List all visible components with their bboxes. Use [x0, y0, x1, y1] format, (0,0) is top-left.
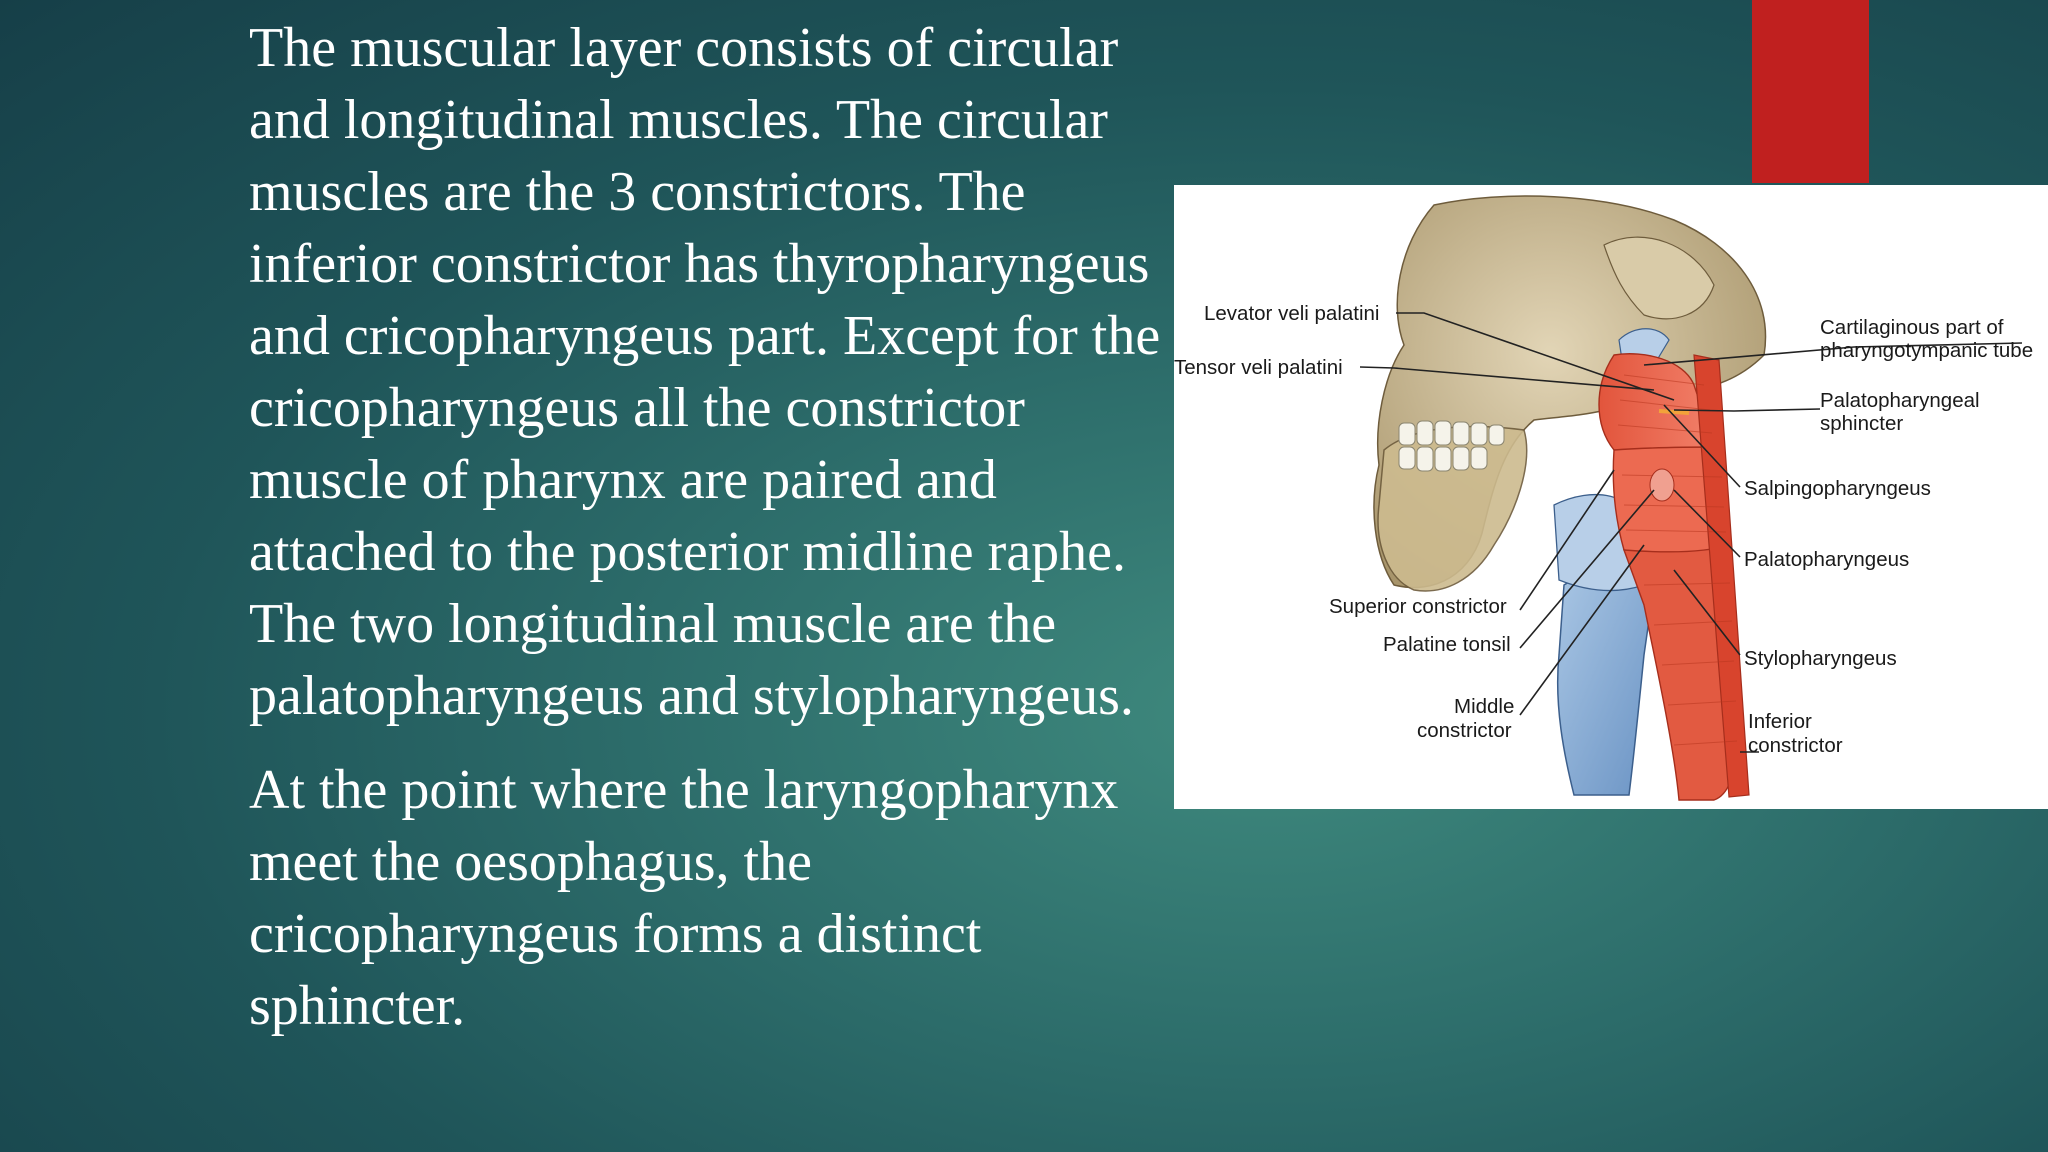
longitudinal-muscle [1693, 354, 1750, 798]
label-palatine-tonsil: Palatine tonsil [1383, 633, 1511, 656]
label-tensor-veli-palatini: Tensor veli palatini [1174, 356, 1343, 379]
label-cartilaginous-line2: pharyngotympanic tube [1820, 339, 2033, 362]
pharynx-muscles-illustration: Levator veli palatini Tensor veli palati… [1174, 185, 2048, 809]
label-palatopharyngeus: Palatopharyngeus [1744, 548, 1909, 571]
paragraph-muscular-layer: The muscular layer consists of circular … [249, 17, 1161, 727]
label-inferior-constrictor-line2: constrictor [1748, 734, 1843, 757]
anatomy-drawing: Levator veli palatini Tensor veli palati… [1174, 195, 2033, 801]
temporal-bone [1603, 236, 1715, 320]
label-levator-veli-palatini: Levator veli palatini [1204, 302, 1380, 325]
label-middle-constrictor-line1: Middle [1454, 695, 1514, 718]
laryngeal-cartilage [1556, 569, 1655, 796]
label-salpingopharyngeus: Salpingopharyngeus [1744, 477, 1931, 500]
leader-lines [1359, 312, 2023, 753]
label-cartilaginous-line1: Cartilaginous part of [1820, 316, 2004, 339]
label-palatopharyngeal-sphincter-line2: sphincter [1820, 412, 1903, 435]
palatopharyngeal-sphincter-mark [1658, 409, 1690, 415]
palatine-tonsil-shape [1649, 468, 1675, 502]
paragraph-cricopharyngeus-sphincter: At the point where the laryngopharynx me… [249, 759, 1119, 1037]
teeth [1398, 420, 1505, 472]
red-accent-bar [1752, 0, 1869, 183]
inferior-constrictor-muscle [1622, 544, 1740, 801]
label-palatopharyngeal-sphincter-line1: Palatopharyngeal [1820, 389, 1980, 412]
slide-body-text: The muscular layer consists of circular … [249, 12, 1179, 1042]
label-middle-constrictor-line2: constrictor [1417, 719, 1512, 742]
label-inferior-constrictor-line1: Inferior [1748, 710, 1812, 733]
label-stylopharyngeus: Stylopharyngeus [1744, 647, 1897, 670]
label-superior-constrictor: Superior constrictor [1329, 595, 1507, 618]
